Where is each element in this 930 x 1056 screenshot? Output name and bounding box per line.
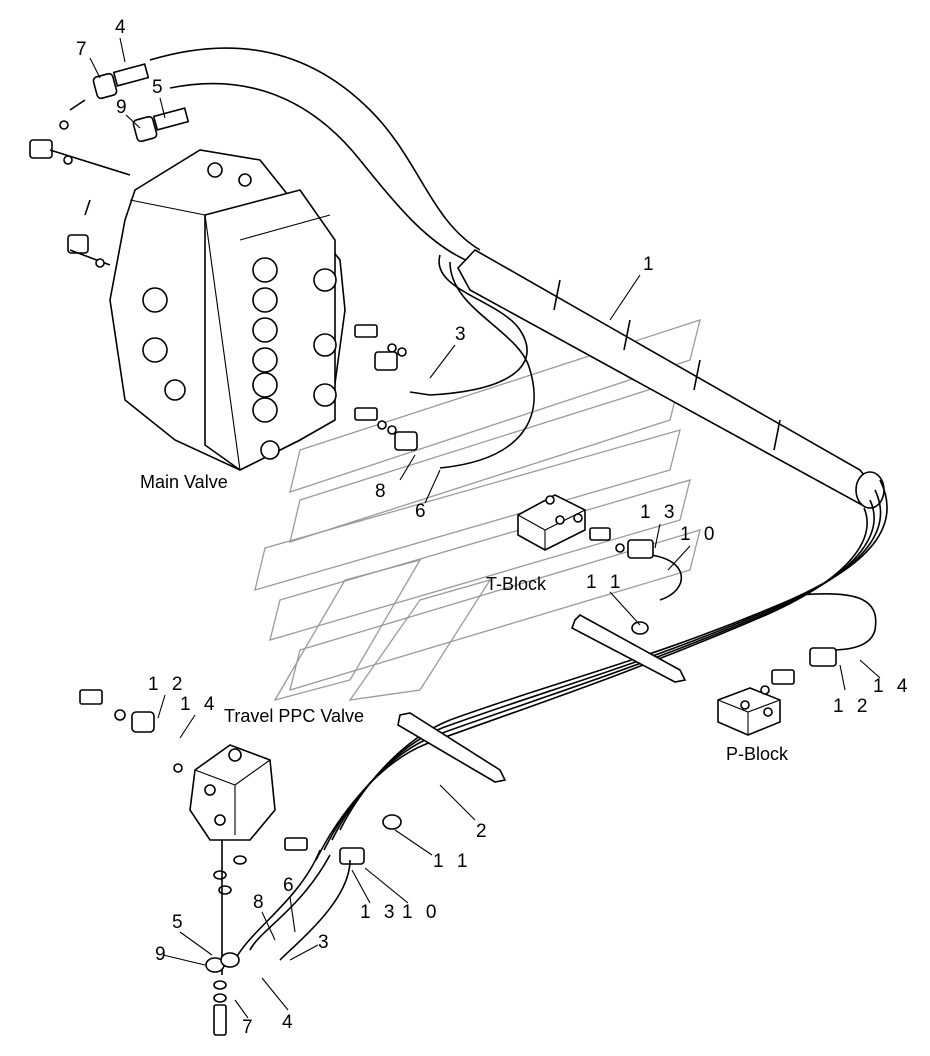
callout-11-bottom: 1 1 [433, 851, 471, 872]
travel-ppc-valve: Travel PPC Valve [79, 689, 365, 1036]
leader-lines [89, 37, 881, 1019]
p-block-label: P-Block [726, 744, 789, 764]
main-valve-fittings [29, 63, 418, 451]
main-valve-ports [142, 162, 337, 460]
brackets [382, 614, 687, 830]
callout-8-top: 8 [375, 481, 390, 502]
callout-3-bottom: 3 [318, 932, 333, 953]
callouts: 4 7 9 5 1 3 8 6 1 3 1 0 1 1 1 2 1 4 1 2 … [76, 17, 911, 1038]
callout-11-top: 1 1 [586, 572, 624, 593]
callout-9-bottom: 9 [155, 944, 170, 965]
main-valve-label: Main Valve [140, 472, 228, 492]
callout-2: 2 [476, 821, 491, 842]
p-block: P-Block [717, 647, 837, 764]
callout-13-top: 1 3 [640, 502, 678, 523]
callout-14-left: 1 4 [180, 694, 218, 715]
callout-10-top: 1 0 [680, 524, 718, 545]
callout-5-bottom: 5 [172, 912, 187, 933]
callout-12-right: 1 2 [833, 696, 871, 717]
travel-ppc-valve-label: Travel PPC Valve [224, 706, 364, 726]
callout-9-top: 9 [116, 97, 131, 118]
callout-6-top: 6 [415, 501, 430, 522]
callout-4-top: 4 [115, 17, 130, 38]
callout-8-bottom: 8 [253, 892, 268, 913]
main-valve: Main Valve [109, 149, 346, 492]
callout-7-top: 7 [76, 39, 91, 60]
callout-7-bottom: 7 [242, 1017, 257, 1038]
t-block-label: T-Block [486, 574, 547, 594]
callout-6-bottom: 6 [283, 875, 298, 896]
callout-10-bottom: 1 0 [402, 902, 440, 923]
callout-3-top: 3 [455, 324, 470, 345]
t-block: T-Block [486, 494, 654, 594]
callout-12-top: 1 2 [148, 674, 186, 695]
callout-13-bottom: 1 3 [360, 902, 398, 923]
hose-bundle [149, 47, 888, 861]
callout-5-top: 5 [152, 77, 167, 98]
callout-4-bottom: 4 [282, 1012, 297, 1033]
callout-14-right: 1 4 [873, 676, 911, 697]
callout-1: 1 [643, 254, 658, 275]
